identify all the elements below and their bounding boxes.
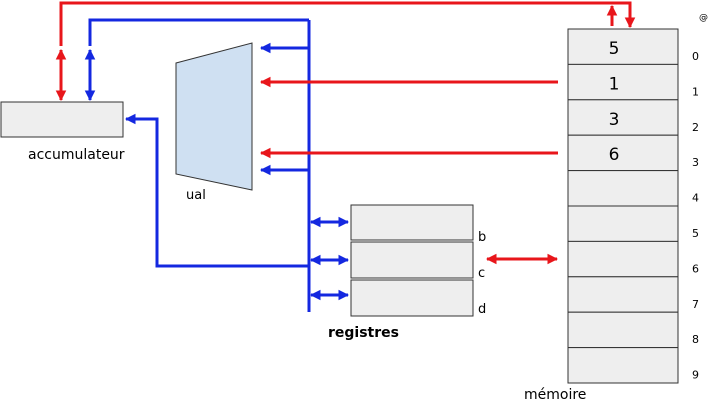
accumulateur-box xyxy=(0,101,124,138)
memory-address-label: 9 xyxy=(692,369,699,382)
register-c-box xyxy=(350,241,474,279)
memory-address-label: 0 xyxy=(692,50,699,63)
red-bus xyxy=(55,1,636,265)
register-b-box xyxy=(350,204,474,241)
register-d-box xyxy=(350,279,474,317)
ual-label: ual xyxy=(186,188,206,203)
memory-cell-value: 6 xyxy=(609,145,620,165)
registres-title: registres xyxy=(328,325,399,341)
memory-cell-value: 3 xyxy=(609,110,620,130)
memory-cell xyxy=(567,276,679,313)
memory-address-label: 5 xyxy=(692,227,699,240)
memory-cell xyxy=(567,170,679,207)
memory-address-marker: @ xyxy=(699,13,708,23)
red-bus-top-route xyxy=(59,1,632,46)
register-c-name: c xyxy=(478,266,485,281)
memory-address-label: 1 xyxy=(692,85,699,98)
memory-cell xyxy=(567,240,679,278)
memory-address-label: 4 xyxy=(692,192,699,205)
register-d-name: d xyxy=(478,302,486,317)
memory-cell xyxy=(567,311,679,349)
memoire: @ 5 0 1 1 3 2 6 3 4 5 6 7 8 9 xyxy=(567,13,708,384)
memory-cell xyxy=(567,205,679,242)
blue-bus-top-route xyxy=(88,18,309,46)
memory-cell-value: 1 xyxy=(609,74,620,94)
blue-bus xyxy=(84,18,350,312)
memoire-title: mémoire xyxy=(524,387,586,403)
ual-shape xyxy=(175,42,253,191)
memory-address-label: 2 xyxy=(692,121,699,134)
accumulateur-label: accumulateur xyxy=(28,147,125,163)
memory-address-label: 8 xyxy=(692,333,699,346)
memory-cell xyxy=(567,134,679,172)
memory-cell xyxy=(567,63,679,101)
memory-cell xyxy=(567,99,679,136)
register-b-name: b xyxy=(478,230,486,245)
blue-bus-result-route xyxy=(124,113,309,268)
memory-cell xyxy=(567,347,679,384)
memory-cell-value: 5 xyxy=(609,39,620,59)
memory-address-label: 3 xyxy=(692,156,699,169)
memory-address-label: 6 xyxy=(692,262,699,275)
registres: b c d registres xyxy=(328,204,486,341)
memory-cell xyxy=(567,28,679,65)
memory-address-label: 7 xyxy=(692,298,699,311)
